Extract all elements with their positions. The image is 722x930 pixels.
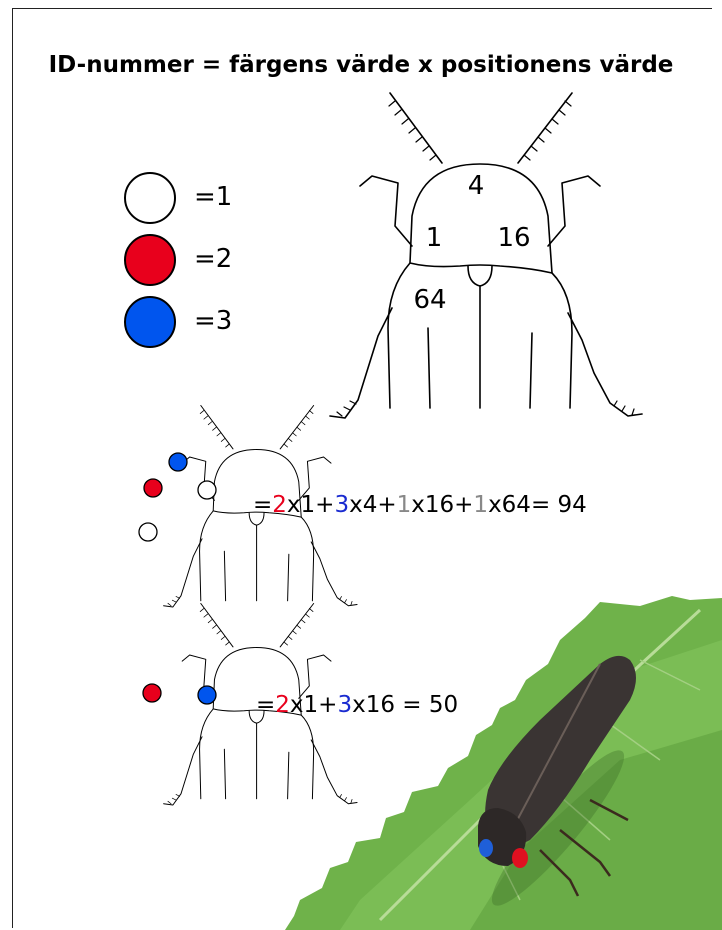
color-value-blue: 3 xyxy=(334,492,349,518)
position-term-result: x64= 94 xyxy=(488,492,587,518)
position-label-elytra: 64 xyxy=(413,285,446,315)
position-label-top: 4 xyxy=(468,171,485,201)
position-term: x1+ xyxy=(287,492,335,518)
blue-dot-icon xyxy=(169,453,187,471)
equation-example-2: =2x1+3x16 = 50 xyxy=(256,692,458,718)
white-dot-icon xyxy=(139,523,157,541)
position-term-result: x16 = 50 xyxy=(352,692,458,718)
position-term: x16+ xyxy=(411,492,473,518)
position-term: x1+ xyxy=(290,692,338,718)
equals-sign: = xyxy=(253,492,272,518)
red-dot-icon xyxy=(144,479,162,497)
white-dot-icon xyxy=(198,481,216,499)
reference-beetle xyxy=(330,93,642,418)
color-value-red: 2 xyxy=(275,692,290,718)
blue-dot-icon xyxy=(198,686,216,704)
color-value-white: 1 xyxy=(397,492,412,518)
equation-example-1: =2x1+3x4+1x16+1x64= 94 xyxy=(253,492,587,518)
red-dot-icon xyxy=(143,684,161,702)
color-value-red: 2 xyxy=(272,492,287,518)
color-value-white: 1 xyxy=(473,492,488,518)
equals-sign: = xyxy=(256,692,275,718)
position-label-left: 1 xyxy=(426,223,443,253)
color-value-blue: 3 xyxy=(337,692,352,718)
position-term: x4+ xyxy=(349,492,397,518)
position-label-right: 16 xyxy=(497,223,530,253)
